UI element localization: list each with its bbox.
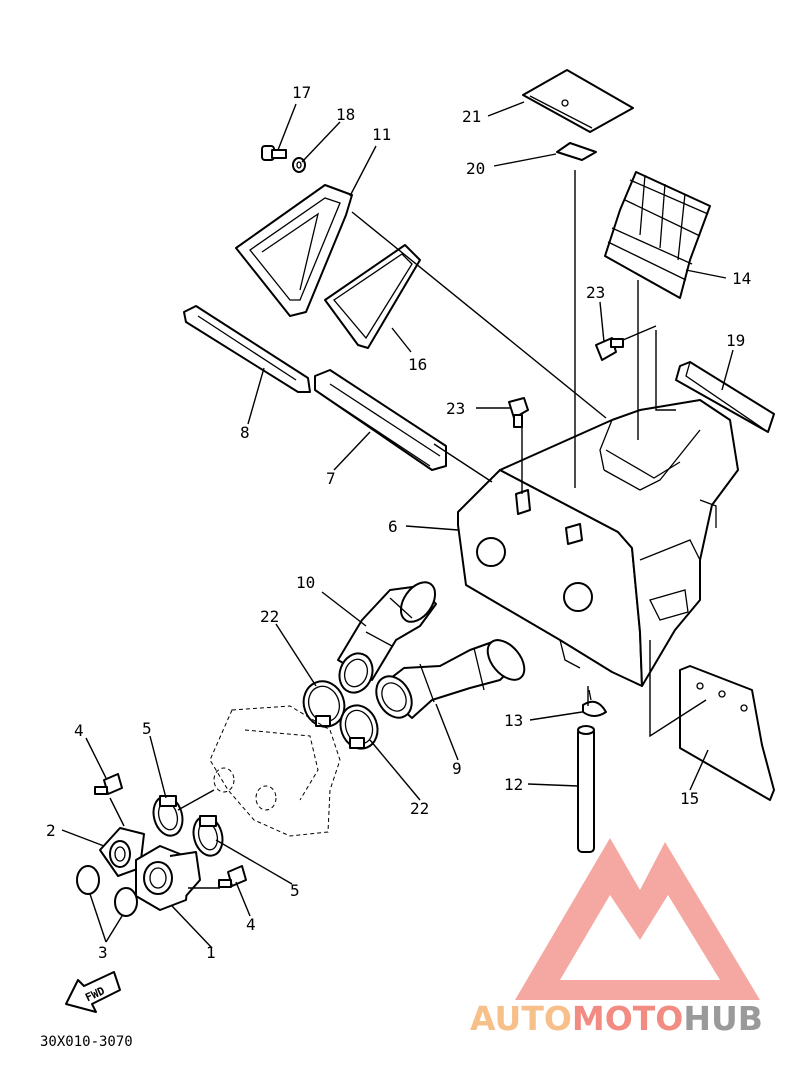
label-part-10: 10 [296,573,315,592]
label-part-20: 20 [466,159,485,178]
part-4-bolt-lower [218,865,247,888]
label-part-5-lower: 5 [290,881,300,900]
part-23-bolt-upper [595,337,624,361]
part-20-pad [556,142,597,161]
part-22-clamp-left [302,680,346,728]
label-part-17: 17 [292,83,311,102]
part-21-cover-plate [522,69,634,133]
label-part-23-lower: 23 [446,399,465,418]
part-3-o-ring-right [114,887,138,917]
part-5-clamp-upper [152,795,184,837]
label-part-14: 14 [732,269,751,288]
label-part-22-left: 22 [260,607,279,626]
part-23-bolt-lower [508,397,529,428]
fwd-arrow-icon: FWD [65,971,121,1013]
watermark-logo [515,838,760,1000]
part-9-joint-hose [375,639,526,719]
label-part-19: 19 [726,331,745,350]
label-part-22-right: 22 [410,799,429,818]
label-part-8: 8 [240,423,250,442]
part-8-filter-frame [183,305,311,393]
part-6-air-filter-case [457,399,739,687]
part-5-clamp-lower [192,815,224,857]
label-part-12: 12 [504,775,523,794]
watermark-part-hub: HUB [683,999,763,1038]
label-part-13: 13 [504,711,523,730]
part-10-joint-hose [337,581,437,694]
diagram-code: 30X010-3070 [40,1034,133,1050]
part-3-o-ring-left [76,865,100,895]
part-15-side-panel [679,665,775,801]
label-part-3: 3 [98,943,108,962]
watermark-part-auto: AUTO [470,999,572,1038]
watermark-part-moto: MOTO [572,999,683,1038]
part-17-bolt [261,145,287,161]
part-12-drain-hose [577,725,595,853]
part-19-foam-strip [675,361,775,433]
label-part-2: 2 [46,821,56,840]
label-part-5-upper: 5 [142,719,152,738]
label-part-7: 7 [326,469,336,488]
leader-lines [61,101,734,949]
part-7-filter-element [314,369,447,471]
part-14-intake-rubber [604,171,711,299]
svg-text:AUTOMOTOHUB: AUTOMOTOHUB [470,999,763,1038]
part-labels: 17 18 11 21 20 14 23 19 16 23 8 7 6 10 2… [46,83,751,962]
label-part-9: 9 [452,759,462,778]
label-part-1: 1 [206,943,216,962]
watermark-logo-mark [515,838,760,1000]
part-4-bolt-upper [94,773,123,795]
part-13-clip [582,689,607,717]
part-2-manifold [99,827,145,877]
label-part-21: 21 [462,107,481,126]
part-11-filter-cap [235,184,353,317]
label-part-6: 6 [388,517,398,536]
label-part-4-upper: 4 [74,721,84,740]
part-16-seal [324,244,421,349]
label-part-4-lower: 4 [246,915,256,934]
label-part-15: 15 [680,789,699,808]
label-part-23-upper: 23 [586,283,605,302]
carburetor-outline [209,705,341,837]
part-22-clamp-right [339,704,379,750]
watermark-text: AUTOMOTOHUB [470,999,763,1038]
part-1-manifold [135,845,201,911]
label-part-18: 18 [336,105,355,124]
label-part-16: 16 [408,355,427,374]
label-part-11: 11 [372,125,391,144]
